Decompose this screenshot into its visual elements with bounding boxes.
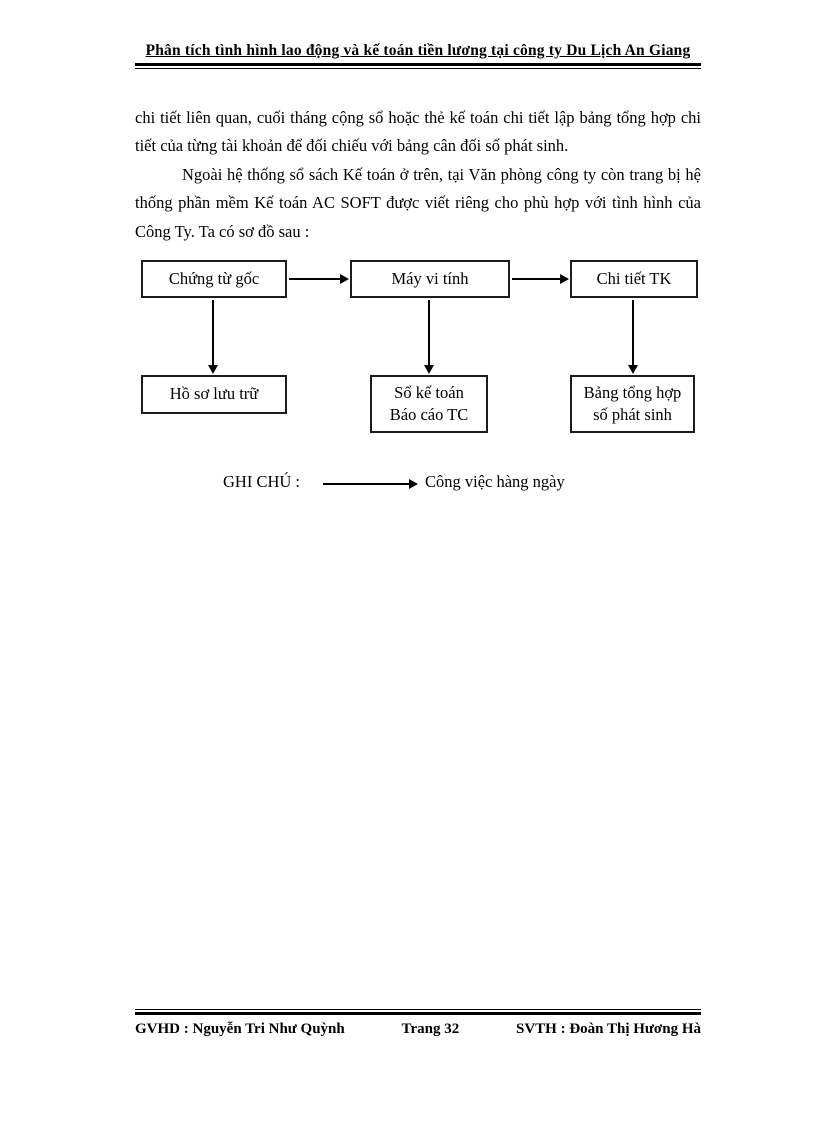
flow-box-chi-tiet-tk: Chi tiết TK [570,260,698,298]
arrow-head [628,365,638,374]
page-footer: GVHD : Nguyễn Tri Như Quỳnh Trang 32 SVT… [135,1009,701,1038]
legend-arrow-meaning: Công việc hàng ngày [425,472,565,491]
arrow-down-icon [208,300,218,374]
arrow-down-icon [424,300,434,374]
arrow-shaft [323,483,410,485]
paragraph-1: chi tiết liên quan, cuối tháng cộng sổ h… [135,108,701,156]
arrow-head [424,365,434,374]
flow-box-label: Máy vi tính [391,268,469,288]
flow-box-label: Chứng từ gốc [168,268,260,288]
footer-gvhd: GVHD : Nguyễn Tri Như Quỳnh [135,1021,345,1037]
arrow-right-icon [512,273,569,285]
arrow-head [409,479,418,489]
flow-box-label: Sổ kế toán Báo cáo TC [389,382,469,424]
arrow-shaft [428,300,430,366]
footer-text-row: GVHD : Nguyễn Tri Như Quỳnh Trang 32 SVT… [135,1021,701,1038]
footer-page-number: Trang 32 [401,1021,460,1037]
flow-box-bang-tong-hop: Bảng tổng hợp số phát sinh [570,375,695,433]
legend-arrow-right-icon [323,478,418,490]
flow-box-chung-tu-goc: Chứng từ gốc [141,260,287,298]
legend-label: GHI CHÚ : [223,472,300,491]
arrow-head [560,274,569,284]
arrow-right-icon [289,273,349,285]
paragraph-2: Ngoài hệ thống sổ sách Kế toán ở trên, t… [135,164,701,241]
flow-box-label: Bảng tổng hợp số phát sinh [583,382,682,424]
arrow-shaft [632,300,634,366]
footer-rule [135,1009,701,1015]
arrow-down-icon [628,300,638,374]
flow-box-may-vi-tinh: Máy vi tính [350,260,510,298]
arrow-head [208,365,218,374]
header-title: Phân tích tình hình lao động và kế toán … [145,42,691,59]
flow-box-label: Chi tiết TK [596,268,672,288]
arrow-shaft [289,278,341,280]
arrow-shaft [212,300,214,366]
header-rule [135,63,701,69]
page-header: Phân tích tình hình lao động và kế toán … [135,42,701,69]
body-text: chi tiết liên quan, cuối tháng cộng sổ h… [135,104,701,246]
footer-svth: SVTH : Đoàn Thị Hương Hà [516,1021,701,1037]
arrow-head [340,274,349,284]
flow-box-ho-so-luu-tru: Hồ sơ lưu trữ [141,375,287,414]
flow-box-so-ke-toan: Sổ kế toán Báo cáo TC [370,375,488,433]
flow-box-label: Hồ sơ lưu trữ [169,384,259,404]
arrow-shaft [512,278,561,280]
